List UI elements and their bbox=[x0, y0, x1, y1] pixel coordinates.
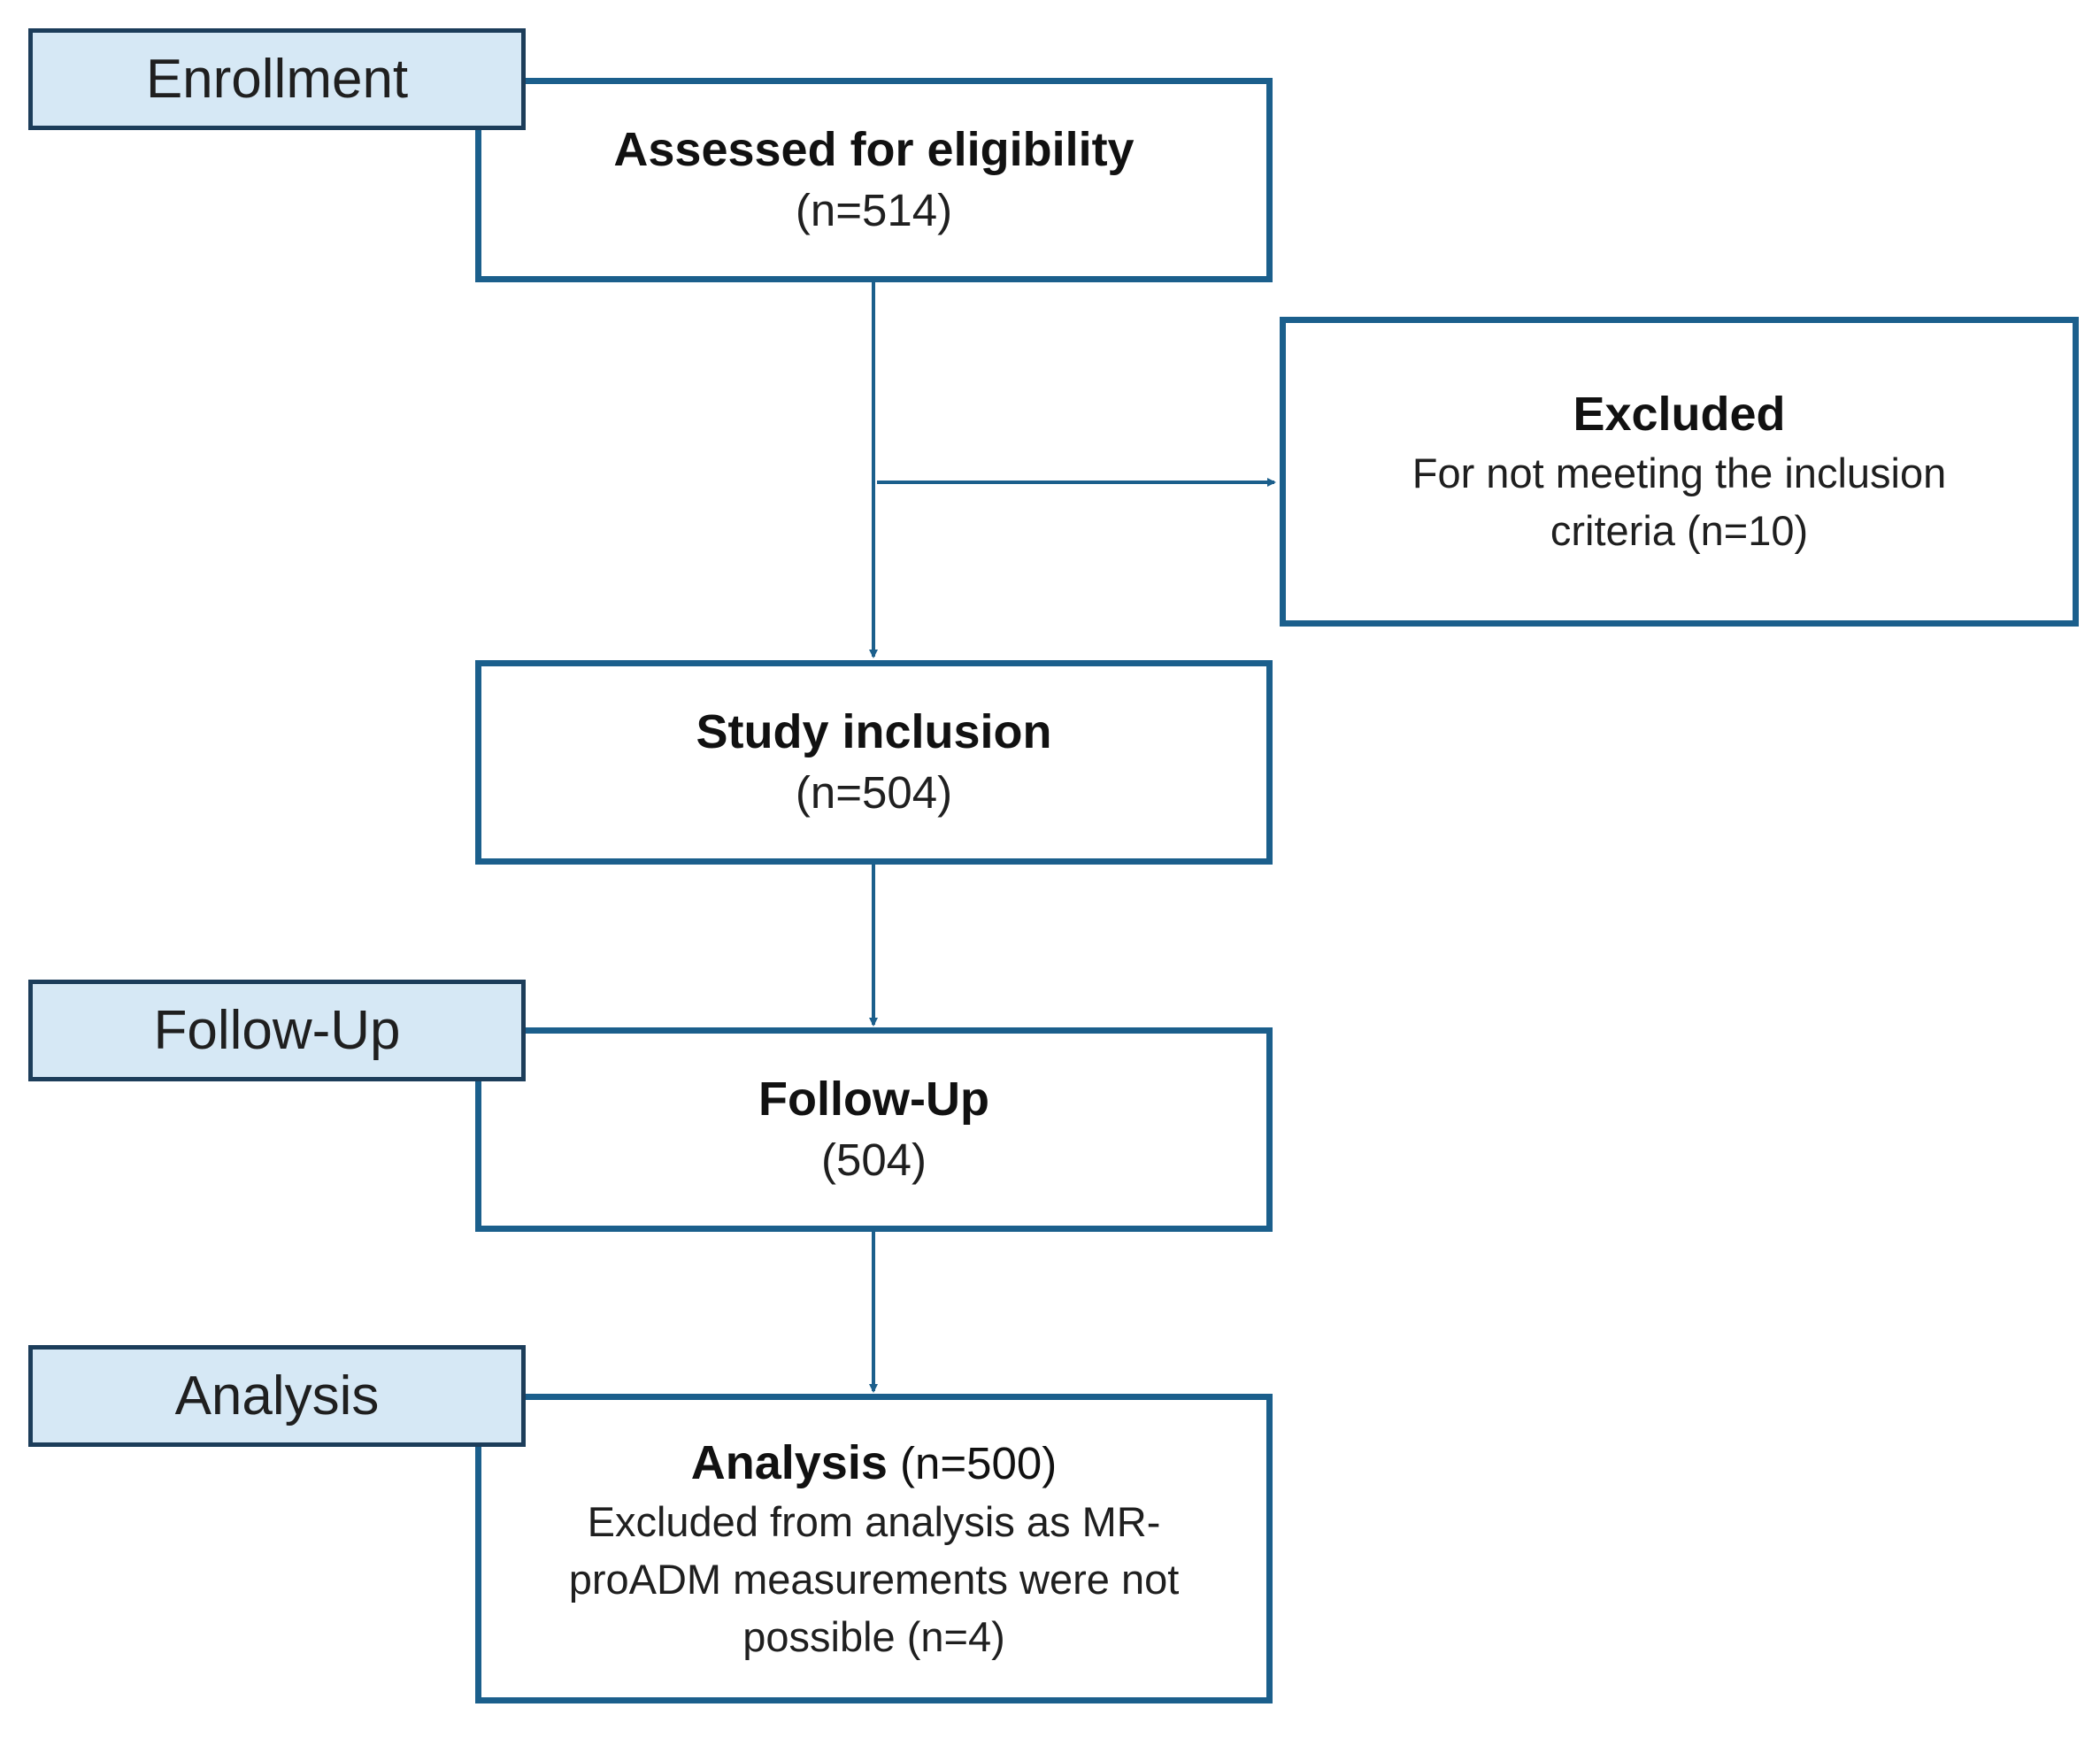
stage-label-follow-up: Follow-Up bbox=[28, 980, 526, 1081]
assessed-title: Assessed for eligibility bbox=[613, 122, 1135, 176]
stage-label-enrollment: Enrollment bbox=[28, 28, 526, 130]
analysis-exclusion-line2: proADM measurements were not bbox=[568, 1555, 1180, 1603]
inclusion-title: Study inclusion bbox=[696, 704, 1052, 758]
box-follow-up: Follow-Up (504) bbox=[475, 1027, 1273, 1232]
stage-label-follow-up-text: Follow-Up bbox=[153, 1000, 401, 1061]
stage-label-analysis: Analysis bbox=[28, 1345, 526, 1447]
follow-up-count: (504) bbox=[820, 1134, 927, 1186]
analysis-exclusion-line1: Excluded from analysis as MR- bbox=[587, 1497, 1161, 1545]
analysis-exclusion-line3: possible (n=4) bbox=[742, 1612, 1005, 1660]
assessed-count: (n=514) bbox=[795, 185, 953, 236]
stage-label-enrollment-text: Enrollment bbox=[145, 49, 409, 110]
box-excluded: Excluded For not meeting the inclusion c… bbox=[1280, 317, 2079, 627]
excluded-title: Excluded bbox=[1573, 388, 1786, 442]
excluded-reason-line2: criteria (n=10) bbox=[1550, 507, 1809, 555]
analysis-title: Analysis bbox=[690, 1435, 888, 1489]
box-study-inclusion: Study inclusion (n=504) bbox=[475, 660, 1273, 865]
excluded-reason-line1: For not meeting the inclusion bbox=[1412, 450, 1947, 497]
box-assessed-for-eligibility: Assessed for eligibility (n=514) bbox=[475, 78, 1273, 282]
inclusion-count: (n=504) bbox=[795, 767, 953, 819]
box-analysis: Analysis (n=500) Excluded from analysis … bbox=[475, 1394, 1273, 1703]
follow-up-title: Follow-Up bbox=[758, 1072, 989, 1126]
stage-label-analysis-text: Analysis bbox=[174, 1365, 380, 1427]
analysis-heading: Analysis (n=500) bbox=[691, 1432, 1058, 1494]
analysis-count: (n=500) bbox=[887, 1437, 1058, 1488]
